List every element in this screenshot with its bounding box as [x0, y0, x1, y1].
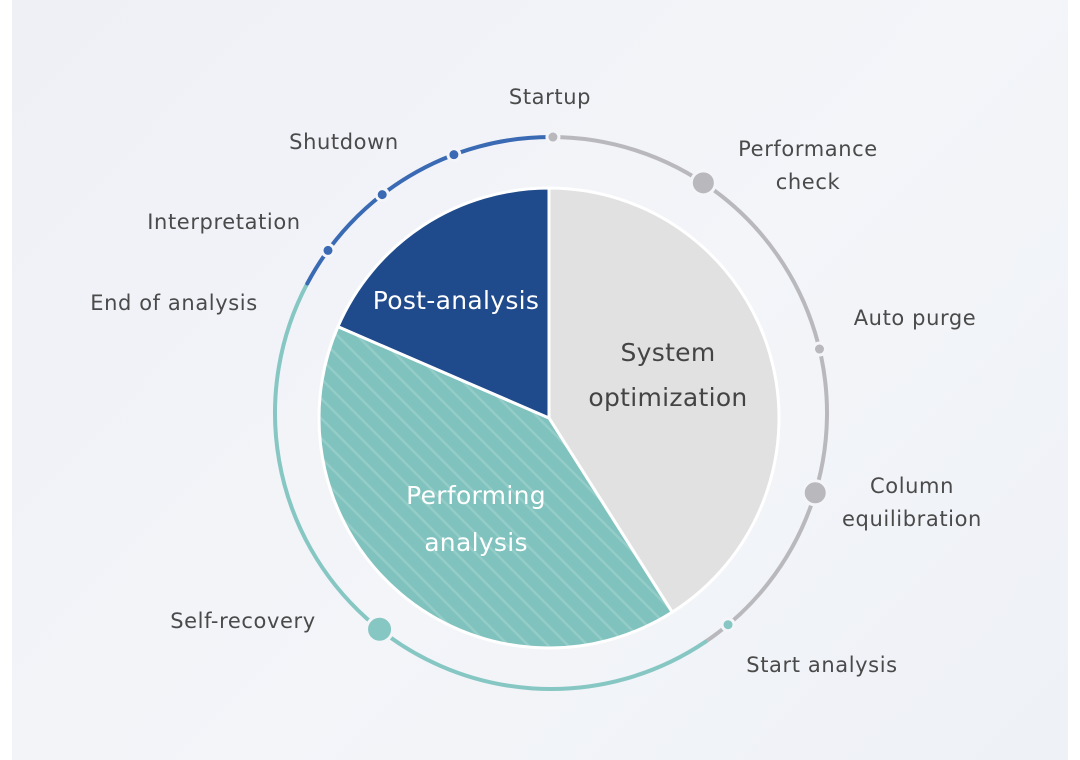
sector-label-post-analysis: Post-analysis	[373, 286, 539, 315]
step-label-line: equilibration	[842, 507, 982, 531]
step-label-end-of-analysis: End of analysis	[90, 291, 258, 315]
sector-performing-analysis-hatch	[319, 326, 673, 648]
step-label-line: Performance	[738, 137, 878, 161]
step-label-startup: Startup	[509, 85, 591, 109]
step-label-start-analysis: Start analysis	[746, 653, 897, 677]
phase-pie	[317, 186, 781, 650]
marker-auto-purge	[811, 341, 827, 357]
sector-label-line: System	[620, 338, 715, 367]
step-label-line: Auto purge	[854, 306, 977, 330]
marker-self-recovery	[365, 614, 395, 644]
step-label-shutdown: Shutdown	[289, 130, 399, 154]
marker-end-of-analysis	[320, 242, 336, 258]
sector-post-analysis	[336, 186, 551, 420]
step-label-column-equilibration: Column equilibration	[842, 474, 982, 531]
marker-startup	[545, 129, 561, 145]
marker-column-equilibration	[801, 479, 829, 507]
step-label-line: Interpretation	[147, 210, 300, 234]
step-markers	[320, 129, 829, 644]
marker-start-analysis	[720, 617, 736, 633]
step-label-interpretation: Interpretation	[147, 210, 300, 234]
sector-label-line: Performing	[406, 481, 546, 510]
sector-label-line: analysis	[424, 528, 528, 557]
step-label-line: End of analysis	[90, 291, 258, 315]
step-label-performance-check: Performance check	[738, 137, 878, 194]
step-label-auto-purge: Auto purge	[854, 306, 977, 330]
step-label-line: Shutdown	[289, 130, 399, 154]
marker-performance-check	[689, 169, 717, 197]
sector-label-system-optimization: System optimization	[588, 338, 747, 412]
step-label-line: Self-recovery	[170, 609, 316, 633]
step-label-line: Startup	[509, 85, 591, 109]
ring-arc-gray	[549, 135, 829, 644]
step-label-line: check	[776, 170, 841, 194]
step-label-line: Column	[870, 474, 954, 498]
sector-label-line: optimization	[588, 383, 747, 412]
marker-interpretation	[374, 187, 390, 203]
step-label-line: Start analysis	[746, 653, 897, 677]
ring-arc-teal	[273, 281, 708, 691]
step-label-self-recovery: Self-recovery	[170, 609, 316, 633]
sector-label-line: Post-analysis	[373, 286, 539, 315]
marker-shutdown	[446, 147, 462, 163]
sector-label-performing-analysis: Performing analysis	[406, 481, 546, 557]
